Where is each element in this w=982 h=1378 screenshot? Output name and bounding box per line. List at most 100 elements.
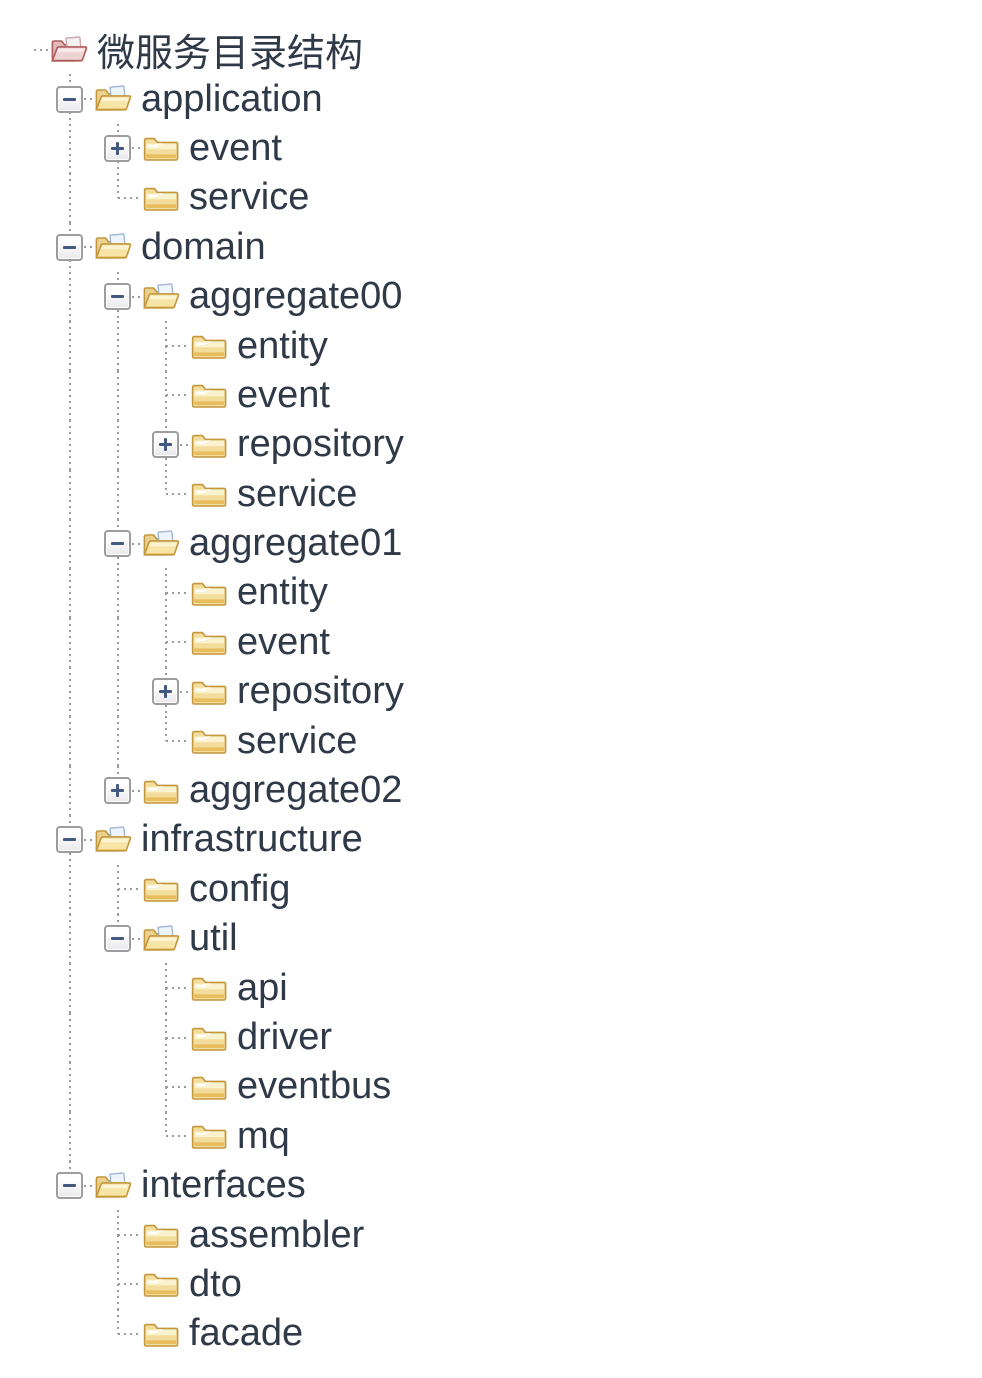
tree-branch-connector <box>142 568 190 618</box>
open-folder-icon[interactable] <box>142 281 180 313</box>
open-folder-icon[interactable] <box>142 923 180 955</box>
tree-item-label[interactable]: event <box>237 373 330 416</box>
open-folder-icon[interactable] <box>94 1170 132 1202</box>
closed-folder-icon[interactable] <box>142 132 180 164</box>
collapse-toggle[interactable] <box>56 85 83 113</box>
collapse-toggle[interactable] <box>104 530 131 558</box>
tree-row-domain: domain <box>0 222 982 272</box>
tree-item-label[interactable]: service <box>189 176 310 219</box>
closed-folder-icon[interactable] <box>142 1219 180 1251</box>
tree-item-label[interactable]: api <box>237 966 288 1009</box>
tree-branch-connector <box>142 1012 190 1063</box>
root-connector <box>0 25 50 74</box>
closed-folder-icon[interactable] <box>190 577 228 609</box>
expand-toggle[interactable] <box>104 777 131 805</box>
closed-folder-icon[interactable] <box>142 775 180 807</box>
tree-item-label[interactable]: service <box>237 719 358 762</box>
collapse-toggle[interactable] <box>56 1172 83 1200</box>
tree-guide-line <box>94 469 142 519</box>
tree-guide-line <box>94 667 142 717</box>
closed-folder-icon[interactable] <box>142 1318 180 1350</box>
tree-item-label[interactable]: 微服务目录结构 <box>97 33 364 76</box>
tree-item-label[interactable]: domain <box>141 225 266 268</box>
root-folder-icon[interactable] <box>50 34 88 66</box>
tree-guide-line <box>94 1013 142 1062</box>
tree-guide-line <box>46 518 94 569</box>
tree-item-label[interactable]: dto <box>189 1262 242 1305</box>
open-folder-icon[interactable] <box>142 528 180 560</box>
tree-item-label[interactable]: util <box>189 917 238 960</box>
tree-guide-line <box>94 1062 142 1111</box>
tree-branch-connector <box>142 617 190 668</box>
tree-guide-line <box>46 1111 94 1161</box>
closed-folder-icon[interactable] <box>142 873 180 905</box>
collapse-toggle[interactable] <box>56 233 83 261</box>
closed-folder-icon[interactable] <box>190 1071 228 1103</box>
tree-item-label[interactable]: repository <box>237 423 404 466</box>
tree-item-label[interactable]: config <box>189 867 291 910</box>
closed-folder-icon[interactable] <box>190 330 228 362</box>
tree-guide-line <box>94 370 142 421</box>
tree-branch-connector <box>46 222 94 272</box>
tree-branch-connector <box>142 321 190 371</box>
tree-branch-connector <box>94 765 142 815</box>
tree-branch-connector <box>94 271 142 322</box>
open-folder-icon[interactable] <box>94 231 132 263</box>
closed-folder-icon[interactable] <box>190 626 228 658</box>
tree-item-label[interactable]: facade <box>189 1312 304 1355</box>
tree-item-label[interactable]: driver <box>237 1016 333 1058</box>
tree-guide-line <box>46 1260 94 1309</box>
tree-item-label[interactable]: entity <box>237 571 328 614</box>
tree-item-label[interactable]: service <box>237 472 358 515</box>
collapse-toggle[interactable] <box>104 925 131 953</box>
tree-guide-line <box>46 667 94 717</box>
tree-guide-line <box>46 420 94 470</box>
closed-folder-icon[interactable] <box>142 182 180 214</box>
tree-row-aggregate02: aggregate02 <box>0 765 982 816</box>
tree-item-label[interactable]: infrastructure <box>141 818 363 861</box>
tree-item-label[interactable]: interfaces <box>141 1164 306 1207</box>
tree-item-label[interactable]: entity <box>237 324 328 367</box>
tree-item-label[interactable]: mq <box>237 1114 290 1157</box>
closed-folder-icon[interactable] <box>190 725 228 757</box>
open-folder-icon[interactable] <box>94 83 132 115</box>
tree-item-label[interactable]: aggregate01 <box>189 522 403 565</box>
tree-guide-line <box>94 716 142 766</box>
open-folder-icon[interactable] <box>94 824 132 856</box>
tree-guide-line <box>46 1210 94 1259</box>
tree-guide-line <box>46 914 94 964</box>
closed-folder-icon[interactable] <box>142 1268 180 1300</box>
tree-branch-connector <box>142 420 190 470</box>
closed-folder-icon[interactable] <box>190 972 228 1004</box>
tree-item-label[interactable]: event <box>237 620 330 663</box>
closed-folder-icon[interactable] <box>190 1022 228 1054</box>
tree-row-event: event <box>0 370 982 421</box>
expand-toggle[interactable] <box>104 134 131 162</box>
tree-row-event: event <box>0 123 982 174</box>
closed-folder-icon[interactable] <box>190 379 228 411</box>
tree-row-aggregate01: aggregate01 <box>0 518 982 569</box>
closed-folder-icon[interactable] <box>190 478 228 510</box>
closed-folder-icon[interactable] <box>190 1120 228 1152</box>
tree-guide-line <box>94 963 142 1012</box>
tree-item-label[interactable]: event <box>189 126 282 169</box>
expand-toggle[interactable] <box>152 431 179 459</box>
tree-item-label[interactable]: aggregate02 <box>189 769 403 812</box>
tree-item-label[interactable]: assembler <box>189 1213 365 1256</box>
tree-guide-line <box>46 321 94 371</box>
tree-item-label[interactable]: application <box>141 77 323 120</box>
tree-item-label[interactable]: aggregate00 <box>189 275 403 318</box>
tree-item-label[interactable]: eventbus <box>237 1065 392 1108</box>
tree-row-event: event <box>0 617 982 668</box>
expand-toggle[interactable] <box>152 678 179 706</box>
collapse-toggle[interactable] <box>56 826 83 854</box>
tree-item-label[interactable]: repository <box>237 670 404 713</box>
tree-branch-connector <box>94 1259 142 1310</box>
tree-guide-line <box>46 864 94 915</box>
collapse-toggle[interactable] <box>104 283 131 311</box>
tree-guide-line <box>94 321 142 371</box>
tree-guide-line <box>46 963 94 1013</box>
tree-guide-line <box>94 568 142 618</box>
closed-folder-icon[interactable] <box>190 429 228 461</box>
closed-folder-icon[interactable] <box>190 676 228 708</box>
